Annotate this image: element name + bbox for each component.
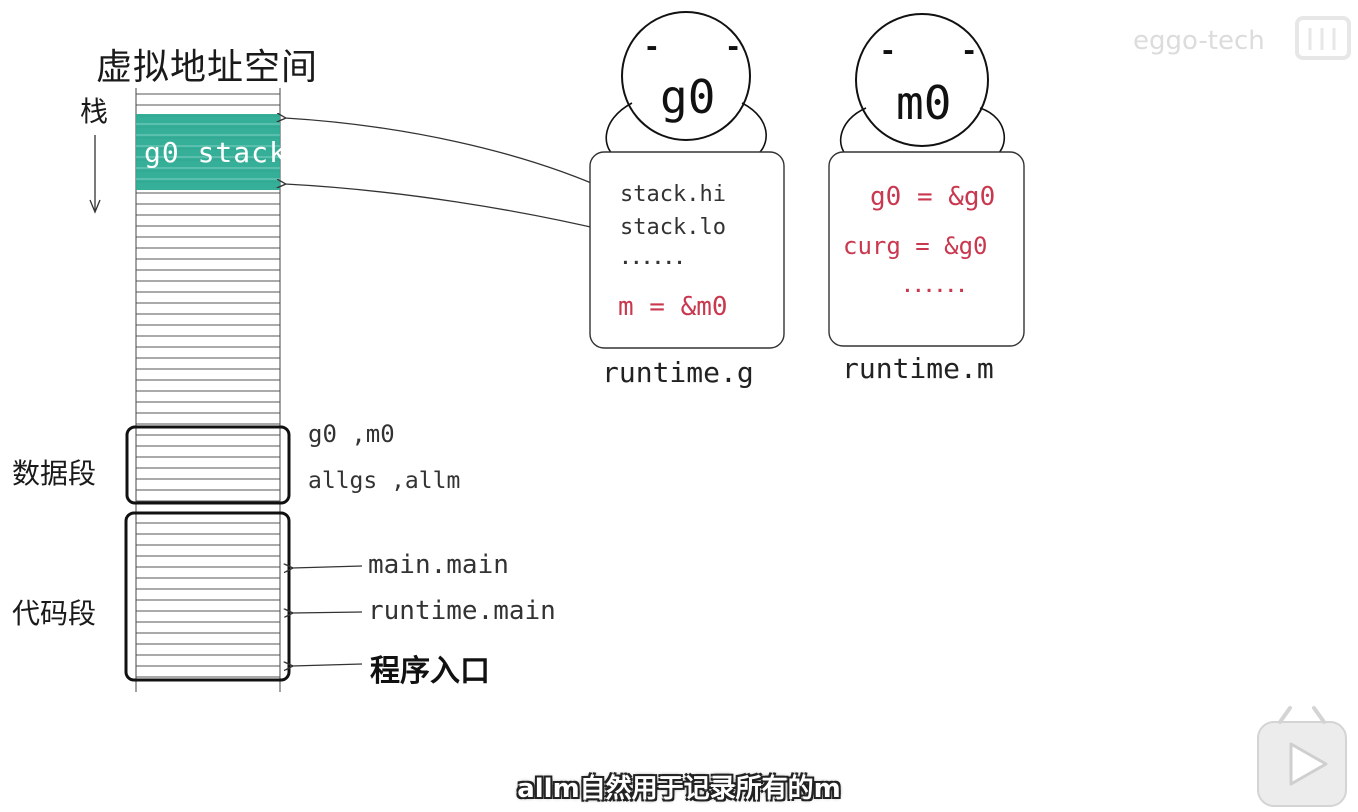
g0-stack-text: g0 stack (144, 136, 287, 169)
g-field-stack-hi: stack.hi (620, 182, 726, 207)
m-type-name: runtime.m (842, 352, 994, 385)
bilibili-logo-icon (1295, 16, 1351, 60)
g-struct-box (589, 151, 785, 349)
g0-right-arm (741, 102, 767, 159)
m0-right-arm (979, 107, 1005, 159)
stack-direction-arrowhead (89, 199, 101, 214)
g-field-ellipsis: ...... (620, 248, 686, 269)
main-main-arrow (292, 566, 363, 568)
g0-face: - - (646, 30, 769, 63)
data-item-g0-m0: g0 ,m0 (308, 420, 395, 448)
g-type-name: runtime.g (602, 356, 754, 389)
g0-stack-block (136, 114, 280, 190)
code-segment-label: 代码段 (12, 597, 97, 630)
m0-ball-label: m0 (896, 76, 952, 130)
g0-stack-lines (136, 123, 280, 180)
g0-ball-label: g0 (660, 70, 716, 124)
diagram-title: 虚拟地址空间 (96, 47, 319, 88)
play-icon[interactable] (1257, 706, 1347, 807)
data-segment-label: 数据段 (12, 457, 97, 490)
data-segment-box (125, 425, 291, 505)
m0-face: - - (882, 34, 1005, 67)
m-field-ellipsis: ...... (902, 276, 968, 297)
entry-arrow (292, 664, 363, 666)
stack-hi-arrow (285, 118, 613, 193)
code-item-main-main: main.main (368, 550, 509, 580)
g0-ball (621, 11, 751, 141)
stack-label: 栈 (80, 95, 109, 128)
code-item-entry: 程序入口 (370, 654, 490, 689)
stack-lo-arrow (285, 184, 613, 233)
m0-ball (855, 13, 989, 147)
code-segment-box (124, 511, 291, 682)
m-struct-box (828, 151, 1025, 347)
video-subtitle: allm自然用于记录所有的m (517, 774, 841, 804)
m0-left-arm (840, 107, 867, 159)
data-item-allgs-allm: allgs ,allm (308, 468, 461, 494)
m-field-curg: curg = &g0 (843, 232, 988, 260)
g-field-stack-lo: stack.lo (620, 215, 726, 240)
g-field-m: m = &m0 (618, 292, 728, 322)
watermark: eggo-tech (1133, 26, 1265, 56)
code-item-runtime-main: runtime.main (368, 596, 556, 626)
runtime-main-arrow (292, 612, 363, 613)
m-field-g0: g0 = &g0 (870, 182, 996, 212)
